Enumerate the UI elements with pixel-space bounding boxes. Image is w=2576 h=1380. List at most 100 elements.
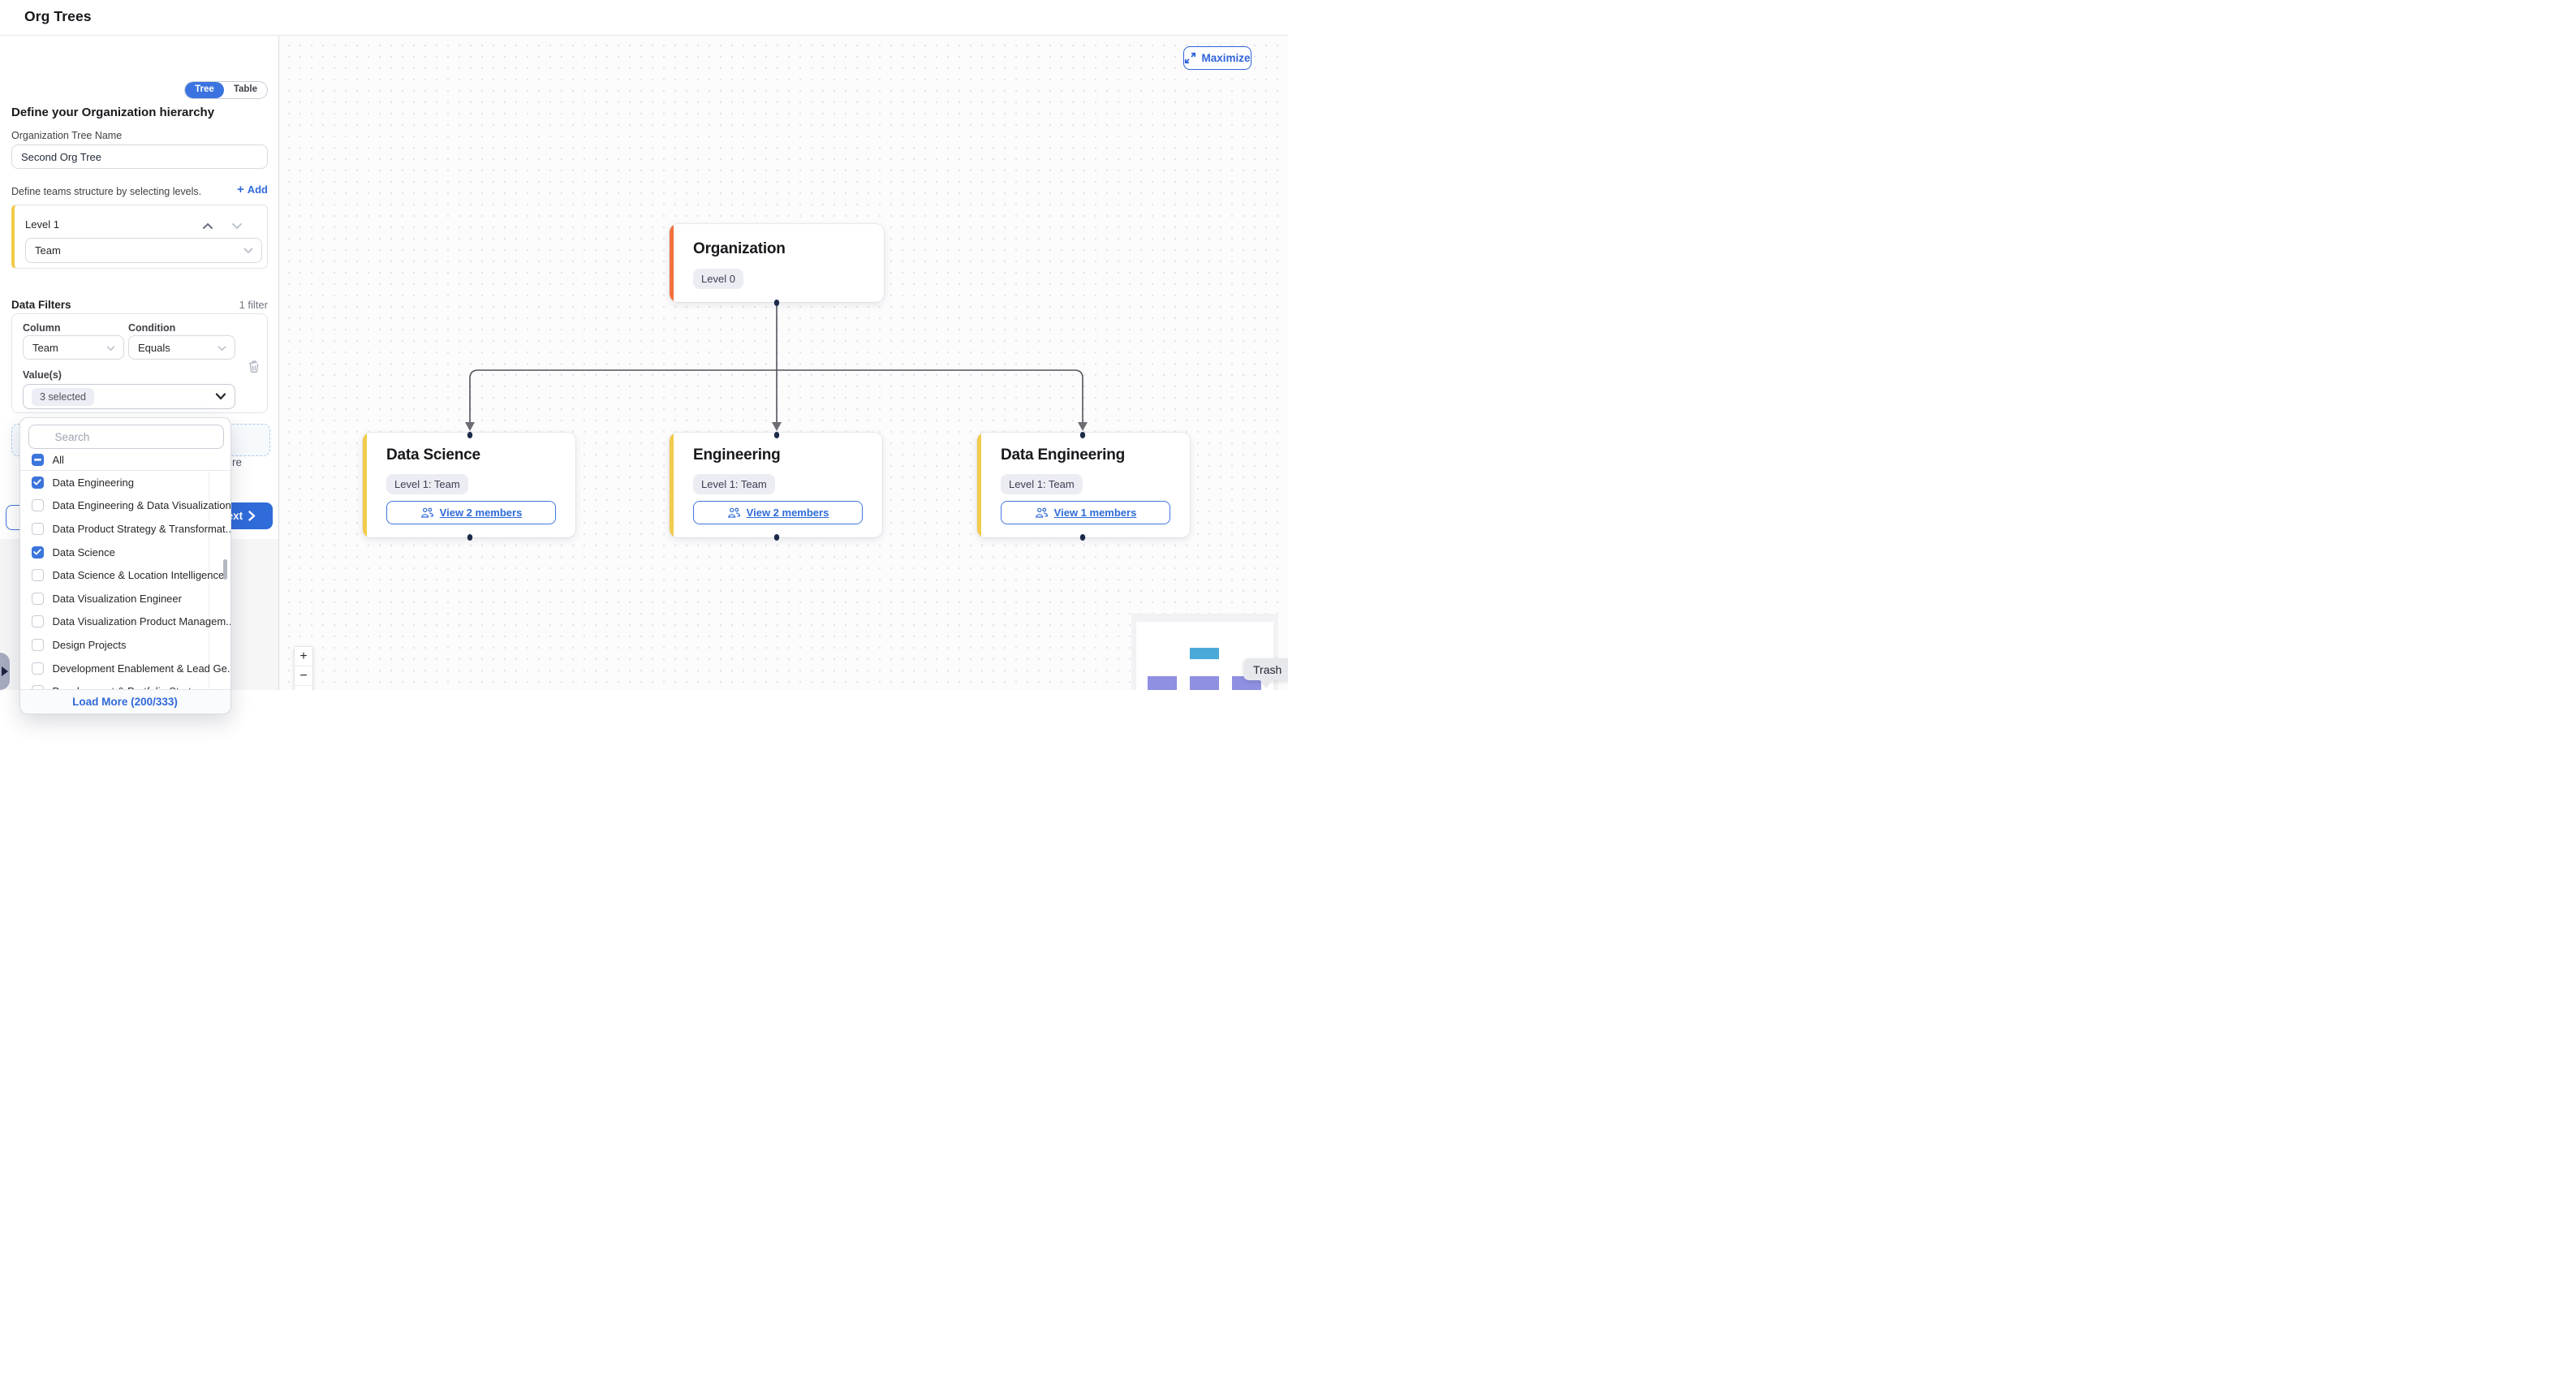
node-accent-edge — [670, 224, 674, 302]
option-label: Data Engineering — [52, 476, 134, 489]
dropdown-option[interactable]: Design Projects — [20, 633, 209, 657]
org-node-data-science[interactable]: Data Science Level 1: Team View 2 member… — [363, 433, 575, 537]
levels-hint: Define teams structure by selecting leve… — [11, 186, 202, 197]
unchecked-checkbox-icon[interactable] — [31, 592, 44, 605]
condition-value: Equals — [138, 341, 170, 354]
unchecked-checkbox-icon[interactable] — [31, 685, 44, 691]
node-accent-edge — [670, 433, 674, 537]
chevron-down-icon — [215, 390, 226, 404]
toggle-table[interactable]: Table — [233, 84, 257, 95]
toggle-tree[interactable]: Tree — [185, 82, 224, 98]
chevron-down-icon — [218, 342, 226, 354]
add-level-label: Add — [247, 183, 268, 196]
org-node-root[interactable]: Organization Level 0 — [670, 224, 884, 302]
minimap-child-node — [1148, 676, 1177, 690]
people-group-icon — [1035, 507, 1048, 518]
selected-count-chip: 3 selected — [32, 387, 94, 406]
people-group-icon — [420, 507, 433, 518]
trash-tooltip: Trash — [1243, 658, 1288, 680]
checked-checkbox-icon[interactable] — [31, 476, 44, 489]
arrow-right-icon — [2, 666, 8, 676]
indeterminate-checkbox-icon[interactable] — [31, 454, 44, 466]
delete-filter-trash-icon[interactable] — [248, 360, 261, 377]
view-toggle[interactable]: Tree Table — [184, 81, 268, 99]
add-level-button[interactable]: + Add — [237, 183, 268, 196]
select-all-row[interactable]: All — [20, 451, 230, 469]
panel-heading: Define your Organization hierarchy — [11, 106, 215, 119]
unchecked-checkbox-icon[interactable] — [31, 638, 44, 651]
view-members-label: View 2 members — [746, 507, 829, 519]
condition-select[interactable]: Equals — [128, 335, 235, 360]
column-select[interactable]: Team — [23, 335, 124, 360]
column-label: Column — [23, 322, 61, 334]
org-chart-canvas[interactable]: Maximize Organization Level 0 Data Scien… — [278, 36, 1288, 690]
dropdown-option[interactable]: Development & Portfolio Strat... — [20, 679, 209, 691]
chevron-up-icon[interactable] — [202, 219, 213, 234]
checked-checkbox-icon[interactable] — [31, 546, 44, 558]
option-label: Data Visualization Product Managem... — [52, 615, 230, 628]
unchecked-checkbox-icon[interactable] — [31, 522, 44, 535]
scrollbar-thumb[interactable] — [222, 559, 227, 580]
unchecked-checkbox-icon[interactable] — [31, 569, 44, 582]
page-title: Org Trees — [24, 8, 92, 24]
data-filters-title: Data Filters — [11, 299, 71, 311]
unchecked-checkbox-icon[interactable] — [31, 615, 44, 628]
view-members-button[interactable]: View 2 members — [693, 501, 863, 524]
chevron-down-icon — [243, 244, 253, 257]
dropdown-option[interactable]: Data Product Strategy & Transformat... — [20, 517, 230, 541]
node-title: Data Science — [386, 446, 480, 464]
chevron-right-icon — [248, 511, 256, 521]
org-node-engineering[interactable]: Engineering Level 1: Team View 2 members — [670, 433, 882, 537]
node-level-badge: Level 0 — [693, 269, 743, 289]
option-label: Development Enablement & Lead Ge... — [52, 662, 230, 675]
view-members-button[interactable]: View 1 members — [1001, 501, 1170, 524]
tree-name-input[interactable] — [11, 144, 268, 169]
condition-label: Condition — [128, 322, 176, 334]
option-label: Data Science & Location Intelligence — [52, 569, 225, 582]
level-type-select[interactable]: Team — [25, 238, 262, 263]
zoom-out-button[interactable]: − — [295, 666, 312, 686]
load-more-button[interactable]: Load More (200/333) — [19, 689, 230, 714]
filter-card: Column Condition Team Equals Value(s) 3 … — [11, 313, 268, 413]
tree-name-label: Organization Tree Name — [11, 130, 123, 141]
org-chart-connectors — [465, 300, 1088, 541]
dropdown-option[interactable]: Data Visualization Product Managem... — [20, 610, 230, 634]
unchecked-checkbox-icon[interactable] — [31, 662, 44, 675]
node-level-badge: Level 1: Team — [386, 474, 468, 494]
sidebar-collapse-handle[interactable] — [0, 653, 10, 690]
hierarchy-sidebar: Tree Table Define your Organization hier… — [0, 36, 278, 714]
values-multiselect[interactable]: 3 selected — [23, 384, 235, 409]
maximize-label: Maximize — [1201, 52, 1251, 64]
values-label: Value(s) — [23, 369, 62, 381]
zoom-in-button[interactable]: + — [295, 647, 312, 666]
maximize-button[interactable]: Maximize — [1183, 46, 1251, 70]
select-all-label: All — [52, 454, 64, 466]
option-label: Design Projects — [52, 638, 127, 651]
option-label: Development & Portfolio Strat... — [53, 685, 200, 691]
option-label: Data Engineering & Data Visualization — [52, 499, 230, 512]
node-title: Organization — [693, 240, 786, 257]
dropdown-option[interactable]: Data Engineering & Data Visualization — [20, 494, 230, 518]
dropdown-option[interactable]: Data Visualization Engineer — [20, 586, 209, 610]
dropdown-option[interactable]: Data Engineering — [20, 471, 209, 494]
view-members-button[interactable]: View 2 members — [386, 501, 556, 524]
unchecked-checkbox-icon[interactable] — [31, 499, 44, 512]
minimap-root-node — [1190, 648, 1219, 659]
chevron-down-icon[interactable] — [231, 219, 243, 234]
dropdown-option[interactable]: Data Science & Location Intelligence — [20, 563, 224, 587]
maximize-icon — [1185, 52, 1196, 64]
filter-count: 1 filter — [239, 299, 268, 311]
dropdown-search-input[interactable] — [28, 425, 224, 449]
node-title: Engineering — [693, 446, 781, 464]
level-type-value: Team — [35, 244, 61, 257]
dropdown-option[interactable]: Development Enablement & Lead Ge... — [20, 656, 230, 680]
node-accent-edge — [977, 433, 981, 537]
plus-icon: + — [236, 183, 244, 196]
dropdown-option[interactable]: Data Science — [20, 540, 209, 564]
fit-view-button[interactable] — [295, 686, 312, 690]
org-node-data-engineering[interactable]: Data Engineering Level 1: Team View 1 me… — [977, 433, 1190, 537]
view-members-label: View 1 members — [1053, 507, 1137, 519]
level-card: Level 1 Team — [11, 205, 268, 269]
